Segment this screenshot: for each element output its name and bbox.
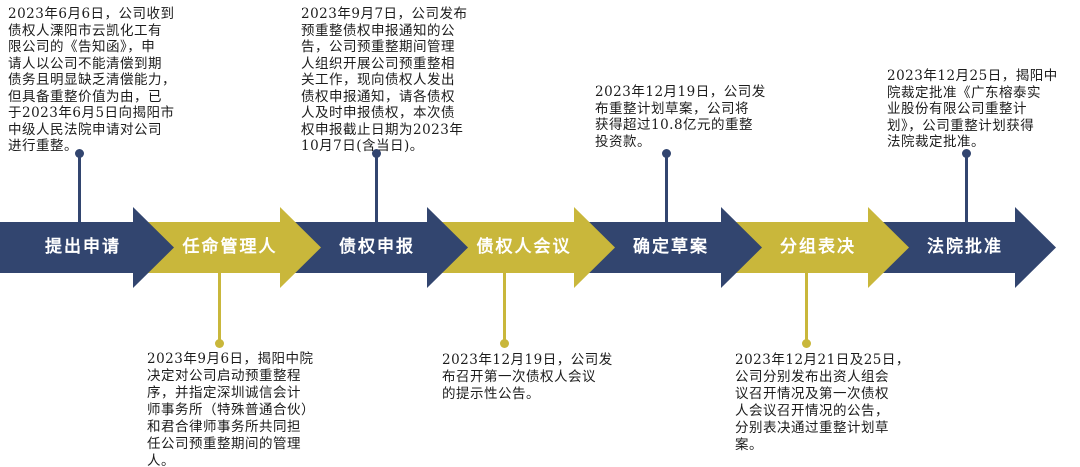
connector-top-4-line — [964, 153, 968, 222]
annotation-bottom-2: 2023年12月19日，公司发 布召开第一次债权人会议 的提示性公告。 — [442, 352, 613, 402]
connector-top-3-line — [664, 153, 668, 222]
connector-bottom-2-line — [502, 273, 506, 343]
annotation-top-1: 2023年6月6日，公司收到 债权人溧阳市云凯化工有 限公司的《告知函》，申 请… — [8, 6, 176, 154]
annotation-bottom-1: 2023年9月6日，揭阳中院 决定对公司启动预重整程 序，并指定深圳诚信会计 师… — [147, 351, 315, 467]
annotation-bottom-3: 2023年12月21日及25日， 公司分别发布出资人组会 议召开情况及第一次债权… — [735, 352, 910, 453]
stage-5-label: 确定草案 — [633, 237, 709, 257]
connector-top-2-line — [374, 153, 378, 222]
connector-bottom-3-line — [804, 273, 808, 343]
stage-3-label: 债权申报 — [339, 237, 415, 257]
stage-4-label: 债权人会议 — [476, 237, 572, 257]
stage-1-label: 提出申请 — [45, 237, 121, 257]
connector-bottom-1-dot — [214, 339, 224, 348]
annotation-top-2: 2023年9月7日，公司发布 预重整债权申报通知的公 告，公司预重整期间管理 人… — [301, 6, 468, 154]
stage-2-label: 任命管理人 — [182, 237, 278, 257]
stage-6-label: 分组表决 — [780, 237, 856, 257]
annotation-top-3: 2023年12月19日，公司发 布重整计划草案，公司将 获得超过10.8亿元的重… — [595, 84, 766, 150]
annotation-top-4: 2023年12月25日，揭阳中 院裁定批准《广东榕泰实 业股份有限公司重整计 划… — [887, 68, 1058, 150]
connector-bottom-3-dot — [801, 339, 811, 348]
connector-bottom-2-dot — [499, 339, 509, 348]
connector-bottom-1-line — [217, 273, 221, 343]
stage-7-label: 法院批准 — [927, 237, 1003, 257]
connector-top-1-line — [77, 153, 81, 222]
stage-1-arrow-body — [0, 222, 133, 273]
